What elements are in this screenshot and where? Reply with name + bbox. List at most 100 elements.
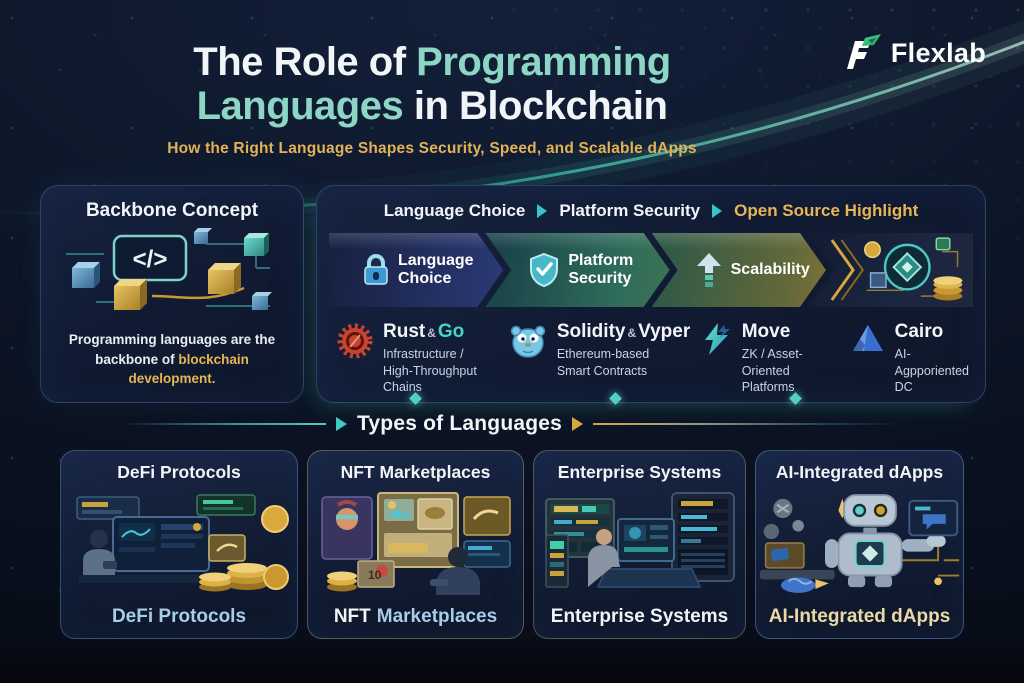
chevron-label: Security <box>568 270 632 287</box>
backbone-caption: Programming languages are the backbone o… <box>41 330 303 389</box>
brand-name: Flexlab <box>890 37 986 68</box>
person-silhouette <box>587 529 620 587</box>
lang-desc: Smart Contracts <box>556 363 648 378</box>
svg-text:10: 10 <box>368 568 382 582</box>
card-nft-marketplaces: NFT Marketplaces <box>307 450 524 639</box>
lang-desc: Infrastructure / <box>383 347 464 361</box>
chevron-label: Scalability <box>730 261 810 279</box>
lock-icon <box>363 254 389 286</box>
shield-check-icon <box>529 253 559 287</box>
flow-step-platform-security: Platform Security <box>559 201 701 220</box>
arrow-right-icon <box>335 417 347 431</box>
lang-desc: Platforms <box>741 380 795 394</box>
nft-illustration: 10 <box>320 492 511 595</box>
language-flow-panel: Language Choice Platform Security Open S… <box>316 185 986 405</box>
person-silhouette <box>429 547 480 595</box>
gold-cube-2 <box>208 263 241 294</box>
card-ai-integrated-dapps: AI-Integrated dApps <box>755 450 964 639</box>
card-title: NFT Marketplaces <box>340 462 491 482</box>
robot-illustration <box>759 494 960 593</box>
bottom-fade <box>0 637 1024 683</box>
arrow-right-icon <box>537 204 548 218</box>
chevron-language-choice: Language Choice <box>329 233 503 307</box>
arrow-right-icon <box>572 417 584 431</box>
gem-coins-illustration <box>830 237 963 301</box>
backbone-concept-panel: Backbone Concept </> Programming languag… <box>40 185 304 403</box>
lang-name-2: Go <box>437 321 465 342</box>
card-title: DeFi Protocols <box>117 462 241 482</box>
language-type-cards: DeFi Protocols <box>60 450 964 639</box>
chevron-scalability: Scalability <box>652 233 826 307</box>
card-label-2: Marketplaces <box>376 606 498 627</box>
page-title: The Role of Programming Languages in Blo… <box>112 40 752 128</box>
blue-cube <box>72 262 100 288</box>
pyramid-icon <box>852 325 883 351</box>
caption-gold: blockchain development. <box>128 351 249 387</box>
banner-line-left <box>120 423 326 425</box>
card-label: NFT <box>333 606 371 627</box>
ampersand: & <box>627 326 637 340</box>
card-label: AI-Integrated dApps <box>768 606 951 627</box>
banner-label: Types of Languages <box>356 412 563 435</box>
lang-desc: DC <box>894 380 913 394</box>
chevron-label: Language <box>398 252 474 270</box>
lang-name: Move <box>741 321 791 342</box>
lang-desc: AI-Agpporiented <box>894 347 970 378</box>
page-header: The Role of Programming Languages in Blo… <box>112 40 752 158</box>
small-cube <box>252 292 272 310</box>
title-teal-1: Programming <box>416 40 671 84</box>
card-title: Enterprise Systems <box>557 462 722 482</box>
arrow-right-icon <box>712 204 723 218</box>
enterprise-illustration <box>544 492 735 588</box>
small-blue-cube <box>194 228 212 244</box>
defi-illustration <box>76 494 289 592</box>
language-list: Rust&Go Infrastructure /High-Throughput … <box>337 321 969 396</box>
lightning-icon <box>704 323 730 355</box>
lang-name: Cairo <box>894 321 944 342</box>
flexlab-icon <box>846 34 881 69</box>
ampersand: & <box>427 326 436 340</box>
title-teal-2: Languages <box>196 84 404 128</box>
title-white-2: in Blockchain <box>413 84 668 128</box>
gopher-icon <box>510 325 546 358</box>
svg-text:</>: </> <box>133 246 168 273</box>
chevron-platform-security: Platform Security <box>485 233 669 307</box>
lang-desc: High-Throughput Chains <box>383 363 477 395</box>
card-defi-protocols: DeFi Protocols <box>60 450 298 639</box>
flow-step-language-choice: Language Choice <box>383 201 526 220</box>
lang-name-2: Vyper <box>638 321 691 342</box>
lang-desc: Ethereum-based <box>556 347 650 361</box>
arrow-up-icon <box>696 253 722 287</box>
lang-desc: ZK / Asset-Oriented <box>741 347 803 378</box>
brain-pencil <box>780 577 829 593</box>
brand-logo: Flexlab <box>837 33 986 73</box>
teal-cube <box>244 233 269 256</box>
backbone-title: Backbone Concept <box>85 200 259 221</box>
flow-chevrons: Language Choice Platform Security Scalab… <box>329 233 973 405</box>
robot <box>825 494 946 588</box>
rust-gear-icon <box>337 323 373 359</box>
lang-name: Rust <box>383 321 426 342</box>
language-rust-go: Rust&Go Infrastructure / High-Throughput … <box>337 321 509 396</box>
code-blocks-illustration: </> <box>66 228 272 310</box>
coin-stack <box>933 276 963 301</box>
coin-stack <box>326 571 357 592</box>
card-label: DeFi Protocols <box>111 606 247 627</box>
caption-white: Programming languages are the backbone o… <box>68 332 276 367</box>
lang-name: Solidity <box>556 321 626 342</box>
banner-line-right <box>593 423 904 425</box>
flow-step-open-source: Open Source Highlight <box>734 201 919 220</box>
title-white-1: The Role of <box>193 40 406 84</box>
coin-stacks <box>199 505 289 592</box>
card-title: AI-Integrated dApps <box>775 462 944 482</box>
types-of-languages-banner: Types of Languages <box>0 412 1024 436</box>
card-label: Enterprise Systems <box>550 606 729 627</box>
card-enterprise-systems: Enterprise Systems <box>533 450 746 639</box>
flow-header: Language Choice Platform Security Open S… <box>317 201 985 221</box>
chevron-label: Platform <box>568 252 634 270</box>
chevron-open-source-art <box>807 233 973 307</box>
chevron-label: Choice <box>398 270 452 287</box>
